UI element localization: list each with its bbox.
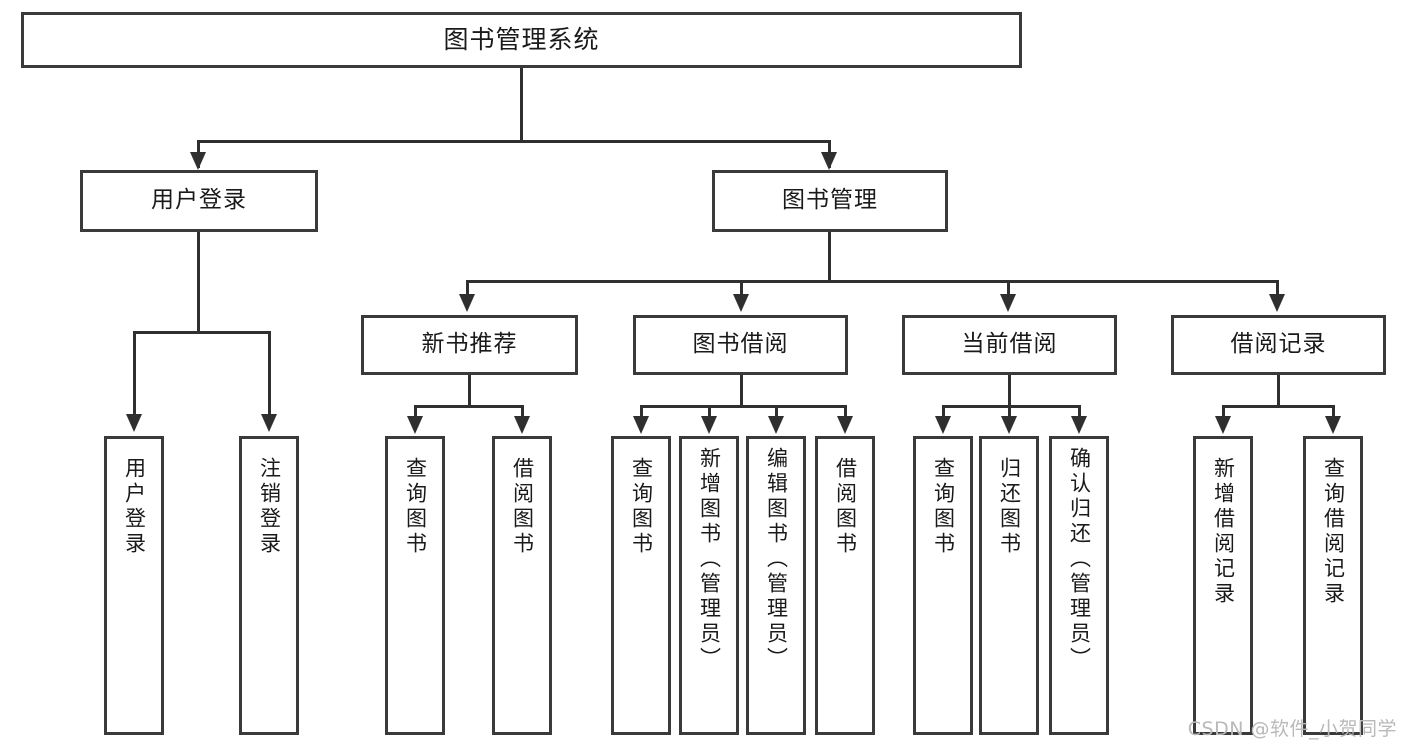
connector-drop-current-borrow bbox=[1007, 280, 1010, 302]
node-label: 当前借阅 bbox=[961, 331, 1058, 358]
leaf-label: 借阅图书 bbox=[510, 457, 535, 557]
arrowhead-bb-query bbox=[633, 416, 649, 434]
leaf-cb-confirm-return[interactable]: 确认归还（管理员） bbox=[1049, 436, 1109, 735]
leaf-label: 查询图书 bbox=[403, 457, 428, 557]
connector-user-login-stem bbox=[197, 232, 200, 333]
arrowhead-br-query bbox=[1325, 416, 1341, 434]
connector-drop-br-query bbox=[1332, 405, 1335, 423]
node-new-book-recommend[interactable]: 新书推荐 bbox=[361, 315, 578, 375]
arrowhead-leaf-logout bbox=[261, 414, 277, 432]
arrowhead-bb-edit bbox=[768, 416, 784, 434]
leaf-label: 新增借阅记录 bbox=[1211, 457, 1236, 607]
arrowhead-bb-add bbox=[701, 416, 717, 434]
node-borrow-record[interactable]: 借阅记录 bbox=[1171, 315, 1386, 375]
connector-current-borrow-stem bbox=[1008, 375, 1011, 407]
connector-drop-nb-borrow bbox=[521, 405, 524, 423]
leaf-label: 查询图书 bbox=[629, 457, 654, 557]
node-book-management[interactable]: 图书管理 bbox=[712, 170, 948, 232]
leaf-label: 查询图书 bbox=[931, 457, 956, 557]
arrowhead-bb-borrow bbox=[837, 416, 853, 434]
arrowhead-nb-query bbox=[407, 416, 423, 434]
connector-book-borrow-bus bbox=[640, 405, 847, 408]
arrowhead-user-login bbox=[190, 152, 206, 170]
connector-level2-bus bbox=[197, 140, 831, 143]
leaf-bb-edit-book[interactable]: 编辑图书（管理员） bbox=[746, 436, 806, 735]
connector-drop-bb-add bbox=[708, 405, 711, 423]
arrowhead-borrow-record bbox=[1269, 294, 1285, 312]
leaf-nb-query-book[interactable]: 查询图书 bbox=[385, 436, 445, 735]
node-user-login[interactable]: 用户登录 bbox=[80, 170, 318, 232]
connector-drop-cb-confirm bbox=[1078, 405, 1081, 423]
arrowhead-cb-query bbox=[935, 416, 951, 434]
leaf-label: 用户登录 bbox=[122, 457, 147, 557]
leaf-logout[interactable]: 注销登录 bbox=[239, 436, 299, 735]
arrowhead-cb-confirm bbox=[1071, 416, 1087, 434]
connector-user-login-bus bbox=[133, 331, 271, 334]
connector-drop-bb-edit bbox=[775, 405, 778, 423]
node-label: 图书借阅 bbox=[692, 331, 789, 358]
node-book-borrow[interactable]: 图书借阅 bbox=[633, 315, 848, 375]
connector-drop-bb-borrow bbox=[844, 405, 847, 423]
connector-drop-bb-query bbox=[640, 405, 643, 423]
node-label: 用户登录 bbox=[151, 187, 247, 214]
node-label: 借阅记录 bbox=[1230, 331, 1327, 358]
node-label: 图书管理系统 bbox=[443, 25, 600, 54]
connector-root-stem bbox=[520, 68, 523, 142]
leaf-nb-borrow-book[interactable]: 借阅图书 bbox=[492, 436, 552, 735]
leaf-user-login[interactable]: 用户登录 bbox=[104, 436, 164, 735]
arrowhead-nb-borrow bbox=[514, 416, 530, 434]
connector-new-book-stem bbox=[468, 375, 471, 407]
connector-drop-book-borrow bbox=[740, 280, 743, 302]
connector-drop-borrow-record bbox=[1276, 280, 1279, 302]
connector-drop-leaf-logout bbox=[268, 331, 271, 421]
arrowhead-book-borrow bbox=[733, 294, 749, 312]
leaf-label: 确认归还（管理员） bbox=[1067, 447, 1092, 672]
leaf-label: 查询借阅记录 bbox=[1321, 457, 1346, 607]
arrowhead-new-book bbox=[459, 294, 475, 312]
connector-borrow-record-bus bbox=[1222, 405, 1335, 408]
arrowhead-cb-return bbox=[1001, 416, 1017, 434]
node-current-borrow[interactable]: 当前借阅 bbox=[902, 315, 1117, 375]
connector-book-manage-stem bbox=[828, 232, 831, 282]
connector-borrow-record-stem bbox=[1277, 375, 1280, 407]
node-label: 图书管理 bbox=[782, 187, 878, 214]
leaf-br-add-record[interactable]: 新增借阅记录 bbox=[1193, 436, 1253, 735]
leaf-bb-borrow-book[interactable]: 借阅图书 bbox=[815, 436, 875, 735]
leaf-bb-add-book[interactable]: 新增图书（管理员） bbox=[679, 436, 739, 735]
leaf-bb-query-book[interactable]: 查询图书 bbox=[611, 436, 671, 735]
connector-current-borrow-bus bbox=[942, 405, 1081, 408]
connector-drop-nb-query bbox=[414, 405, 417, 423]
arrowhead-current-borrow bbox=[1000, 294, 1016, 312]
connector-drop-br-add bbox=[1222, 405, 1225, 423]
connector-drop-leaf-user-login bbox=[133, 331, 136, 421]
connector-book-borrow-stem bbox=[740, 375, 743, 407]
leaf-label: 注销登录 bbox=[257, 457, 282, 557]
arrowhead-br-add bbox=[1215, 416, 1231, 434]
leaf-cb-return-book[interactable]: 归还图书 bbox=[979, 436, 1039, 735]
leaf-label: 借阅图书 bbox=[833, 457, 858, 557]
connector-drop-cb-return bbox=[1008, 405, 1011, 423]
leaf-br-query-record[interactable]: 查询借阅记录 bbox=[1303, 436, 1363, 735]
connector-new-book-bus bbox=[414, 405, 524, 408]
leaf-label: 归还图书 bbox=[997, 457, 1022, 557]
arrowhead-leaf-user-login bbox=[126, 414, 142, 432]
leaf-label: 编辑图书（管理员） bbox=[764, 447, 789, 672]
connector-drop-cb-query bbox=[942, 405, 945, 423]
leaf-cb-query-book[interactable]: 查询图书 bbox=[913, 436, 973, 735]
node-root-system[interactable]: 图书管理系统 bbox=[21, 12, 1022, 68]
node-label: 新书推荐 bbox=[421, 331, 518, 358]
arrowhead-book-manage bbox=[821, 152, 837, 170]
connector-drop-new-book bbox=[466, 280, 469, 302]
leaf-label: 新增图书（管理员） bbox=[697, 447, 722, 672]
connector-level3-bus bbox=[466, 280, 1279, 283]
